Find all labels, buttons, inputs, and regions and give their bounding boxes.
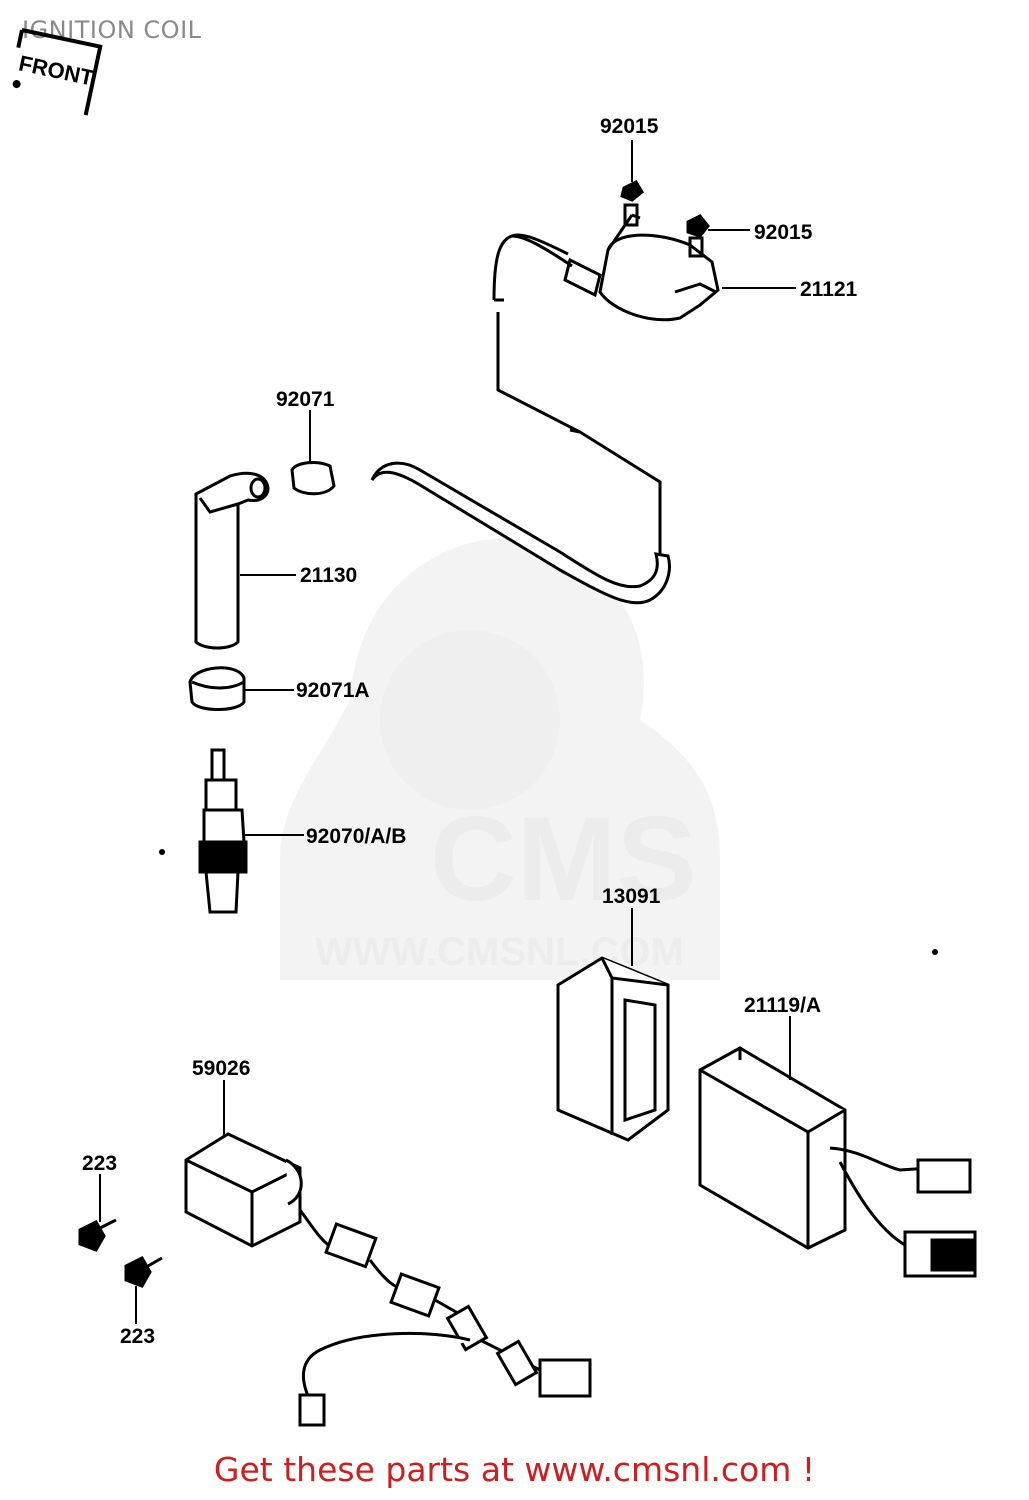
label-21121[interactable]: 21121 [800,278,858,301]
spark-plug-92070-drawing [198,748,248,914]
screw-223-b-drawing [124,1256,163,1288]
ignition-coil-drawing [370,203,720,605]
get-parts-link[interactable]: Get these parts at www.cmsnl.com ! [213,1450,816,1489]
label-59026[interactable]: 59026 [192,1057,250,1080]
watermark-brand: CMS [430,792,697,926]
plug-cap-21130-drawing [194,471,270,650]
cap-92071-drawing [290,461,336,496]
scan-dot [159,849,165,855]
label-21130[interactable]: 21130 [300,564,357,587]
page-title: IGNITION COIL [22,16,202,44]
label-92071A[interactable]: 92071A [296,679,370,702]
leader-lines [99,140,796,1324]
label-223-a[interactable]: 223 [82,1152,117,1175]
label-92015-top[interactable]: 92015 [600,115,659,138]
pulser-59026-drawing [184,1132,592,1427]
scan-dot [932,949,938,955]
cover-13091-drawing [556,956,670,1142]
cap-92015-top-drawing [620,180,644,202]
igniter-21119-drawing [698,1046,977,1278]
label-21119[interactable]: 21119/A [744,994,821,1017]
cmsnl-watermark: CMS WWW.CMSNL.COM [280,538,720,980]
front-marker: FRONT [12,28,103,116]
screw-223-a-drawing [78,1218,117,1252]
label-92070[interactable]: 92070/A/B [306,825,406,848]
front-label: FRONT [17,50,97,90]
footer-link-container: Get these parts at www.cmsnl.com ! [0,1450,1029,1489]
label-223-b[interactable]: 223 [120,1325,155,1348]
label-92071[interactable]: 92071 [276,388,335,411]
label-92015-side[interactable]: 92015 [754,221,813,244]
seal-92071A-drawing [188,666,246,711]
cap-92015-side-drawing [686,214,710,238]
part-labels: 92015 92015 21121 92071 21130 92071A 920… [82,115,858,1348]
label-13091[interactable]: 13091 [602,885,661,908]
